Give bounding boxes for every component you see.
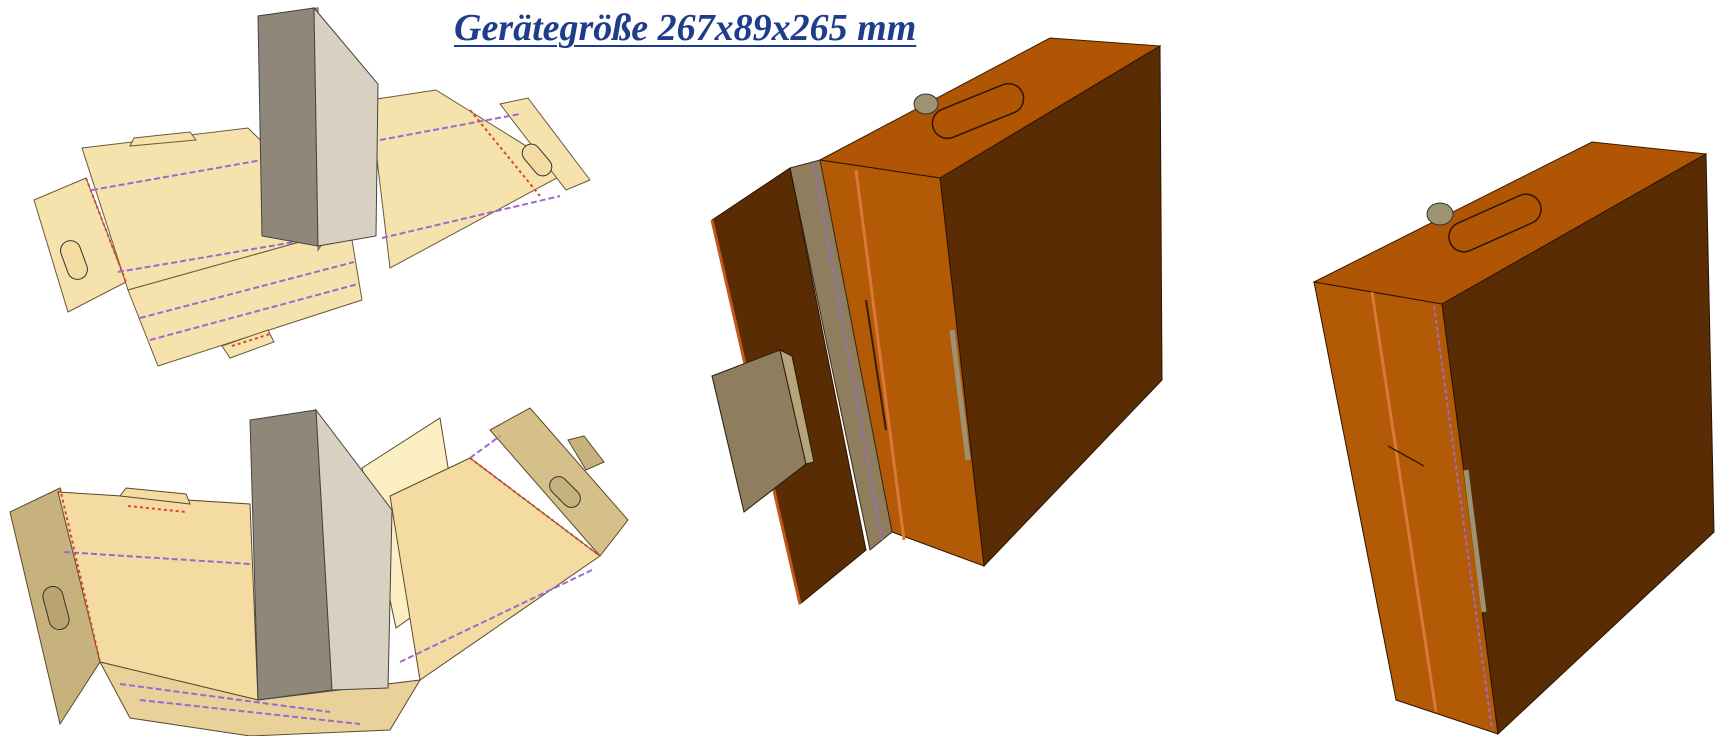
partial-fold-figure bbox=[9, 407, 629, 736]
handle-cutout bbox=[60, 240, 88, 280]
top-tab bbox=[119, 487, 191, 505]
flat-blank-figure bbox=[33, 6, 591, 367]
handle-cutout bbox=[549, 476, 581, 508]
fold-line bbox=[1433, 305, 1493, 731]
closed-box-figure bbox=[1312, 141, 1715, 736]
front-edge bbox=[1370, 291, 1438, 713]
fold-lines bbox=[91, 113, 561, 341]
handle-cutout bbox=[1448, 193, 1542, 253]
page-title: Gerätegröße 267x89x265 mm bbox=[454, 7, 917, 49]
slot bbox=[949, 329, 971, 461]
inner-flap bbox=[789, 159, 893, 551]
top-tab bbox=[913, 93, 939, 115]
device-front-face bbox=[313, 6, 379, 247]
top-tab bbox=[129, 131, 197, 147]
perforations bbox=[85, 109, 541, 347]
front-panel bbox=[127, 227, 363, 367]
handle-cutout bbox=[42, 585, 70, 631]
device-front-face bbox=[315, 408, 393, 691]
device-side-face bbox=[257, 7, 319, 247]
tuck-tab-face bbox=[779, 349, 815, 465]
small-tab bbox=[567, 435, 605, 471]
perforations bbox=[59, 457, 601, 663]
fold-lines bbox=[63, 435, 593, 725]
front-edge bbox=[854, 169, 906, 541]
top-tab bbox=[1426, 202, 1454, 226]
crease bbox=[1387, 445, 1425, 467]
slot bbox=[1463, 469, 1487, 613]
handle-cutout bbox=[521, 143, 553, 177]
slot bbox=[865, 299, 887, 431]
fold-line bbox=[813, 163, 883, 541]
open-box-figure bbox=[710, 37, 1163, 605]
handle-cutout bbox=[931, 82, 1025, 140]
